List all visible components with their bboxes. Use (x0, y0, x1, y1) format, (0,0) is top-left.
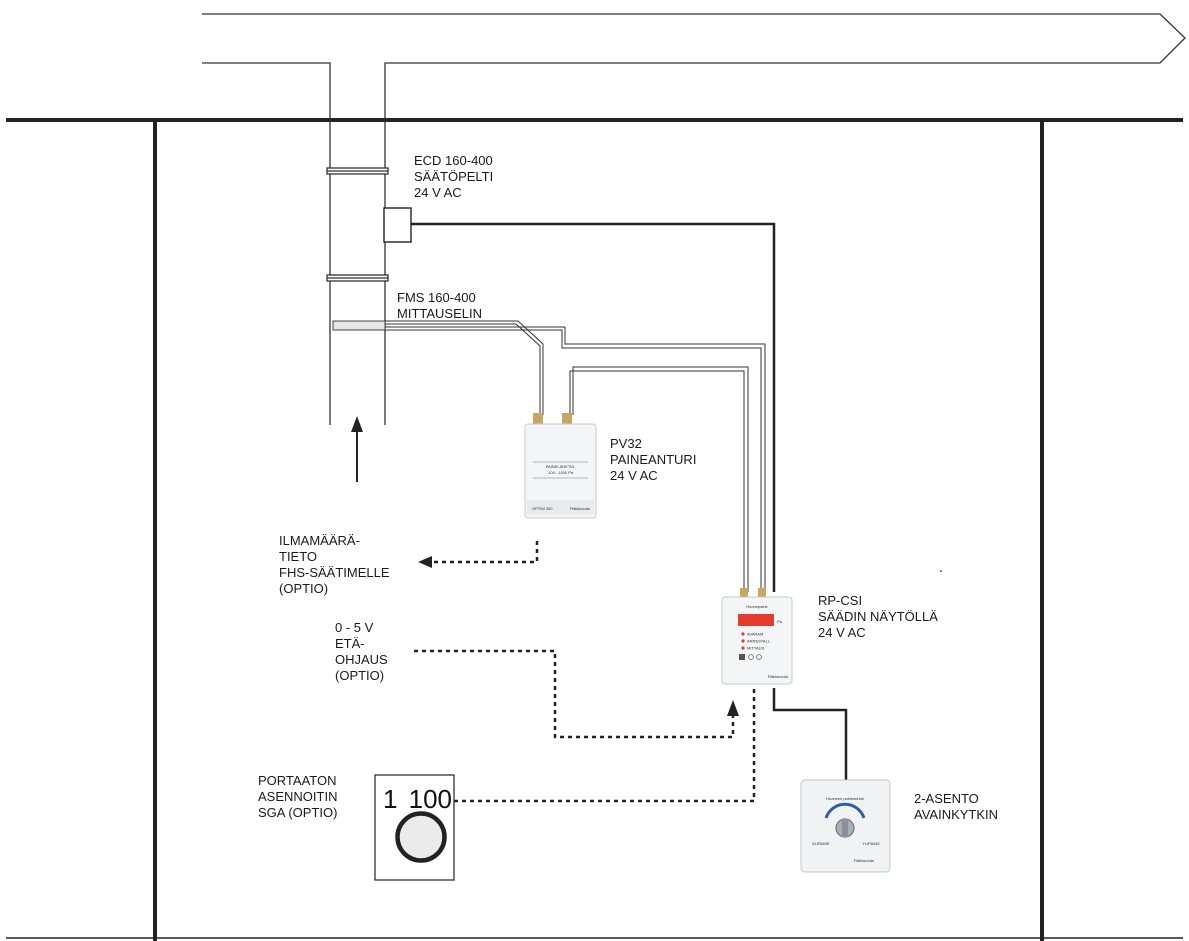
airflow-arrow-icon (351, 416, 363, 482)
label-portaaton: PORTAATON ASENNOITIN SGA (OPTIO) (258, 773, 337, 820)
pv32-brand: Fläktwoods (570, 506, 590, 511)
rp-title: Huonepaine (746, 604, 768, 609)
svg-text:PAINEANTURI: PAINEANTURI (610, 452, 696, 467)
branch-duct (326, 118, 389, 425)
svg-text:FMS 160-400: FMS 160-400 (397, 290, 476, 305)
label-fms: FMS 160-400 MITTAUSELIN (397, 290, 482, 321)
sga-positioner: 1 100 (374, 774, 455, 881)
pv32-output-line (418, 541, 539, 568)
svg-text:0 - 5 V: 0 - 5 V (335, 620, 374, 635)
svg-text:MITTAUSELIN: MITTAUSELIN (397, 306, 482, 321)
svg-text:ILMAMÄÄRÄ-: ILMAMÄÄRÄ- (279, 533, 360, 548)
switch-title: Huoneen painesuhde (826, 796, 865, 801)
svg-text:RP-CSI: RP-CSI (818, 593, 862, 608)
svg-text:ETÄ-: ETÄ- (335, 636, 365, 651)
sga-line (454, 689, 756, 803)
svg-text:SÄÄTÖPELTI: SÄÄTÖPELTI (414, 169, 493, 184)
label-eta-ohjaus: 0 - 5 V ETÄ- OHJAUS (OPTIO) (335, 620, 388, 683)
label-ilmamaara: ILMAMÄÄRÄ- TIETO FHS-SÄÄTIMELLE (OPTIO) (279, 533, 390, 596)
rp-csi-device: Huonepaine Pa AVARAM ARRESTALL MITTAUS F… (721, 588, 793, 685)
switch-right-label: YLIPAINE (862, 841, 880, 846)
ecd-actuator (383, 207, 412, 243)
label-2-asento: 2-ASENTO AVAINKYTKIN (914, 791, 998, 822)
svg-text:SÄÄDIN NÄYTÖLLÄ: SÄÄDIN NÄYTÖLLÄ (818, 609, 938, 624)
stray-dot (940, 570, 942, 572)
pv32-device: PAINELÄHETIN -100...1000 Pa OPTIM 300 Fl… (524, 413, 597, 519)
control-input-line (414, 649, 739, 739)
rp-led-2: ARRESTALL (747, 639, 771, 644)
switch-left-label: ALIPAINE (812, 841, 830, 846)
sga-knob-icon (395, 811, 447, 863)
svg-text:2-ASENTO: 2-ASENTO (914, 791, 979, 806)
pv32-model: OPTIM 300 (532, 506, 553, 511)
rp-led-3: MITTAUS (747, 646, 765, 651)
svg-text:PV32: PV32 (610, 436, 642, 451)
svg-text:PORTAATON: PORTAATON (258, 773, 337, 788)
svg-text:ASENNOITIN: ASENNOITIN (258, 789, 337, 804)
key-switch: Huoneen painesuhde ALIPAINE YLIPAINE Flä… (800, 779, 891, 873)
svg-text:24 V AC: 24 V AC (414, 185, 462, 200)
svg-text:24 V AC: 24 V AC (610, 468, 658, 483)
ecd-wire (411, 222, 776, 592)
svg-text:(OPTIO): (OPTIO) (279, 581, 328, 596)
label-rp-csi: RP-CSI SÄÄDIN NÄYTÖLLÄ 24 V AC (818, 593, 938, 640)
switch-brand: Fläktwoods (854, 858, 874, 863)
room-walls (6, 118, 1183, 941)
rp-brand: Fläktwoods (768, 674, 788, 679)
pv32-panel-line1: PAINELÄHETIN (546, 464, 575, 469)
svg-text:ECD 160-400: ECD 160-400 (414, 153, 493, 168)
label-ecd: ECD 160-400 SÄÄTÖPELTI 24 V AC (414, 153, 493, 200)
rp-led-1: AVARAM (747, 632, 763, 637)
svg-text:AVAINKYTKIN: AVAINKYTKIN (914, 807, 998, 822)
svg-text:FHS-SÄÄTIMELLE: FHS-SÄÄTIMELLE (279, 565, 390, 580)
pressure-tubes (385, 320, 766, 592)
svg-text:24 V AC: 24 V AC (818, 625, 866, 640)
svg-text:SGA (OPTIO): SGA (OPTIO) (258, 805, 337, 820)
pv32-panel-line2: -100...1000 Pa (547, 470, 574, 475)
sga-max-label: 100 (409, 784, 452, 814)
switch-wire (772, 688, 848, 784)
svg-text:(OPTIO): (OPTIO) (335, 668, 384, 683)
rp-unit: Pa (777, 619, 783, 624)
svg-text:OHJAUS: OHJAUS (335, 652, 388, 667)
svg-text:TIETO: TIETO (279, 549, 317, 564)
main-duct (202, 13, 1186, 118)
sga-min-label: 1 (383, 784, 397, 814)
label-pv32: PV32 PAINEANTURI 24 V AC (610, 436, 696, 483)
